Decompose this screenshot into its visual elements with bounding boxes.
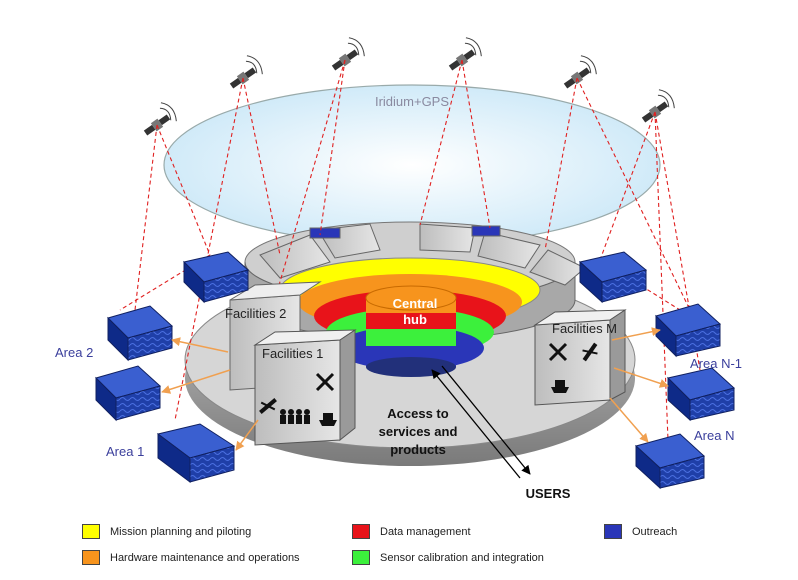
constellation-label: Iridium+GPS bbox=[375, 94, 449, 109]
legend-item-outreach: Outreach bbox=[604, 524, 677, 539]
area-cube-1 bbox=[156, 423, 236, 483]
users-label: USERS bbox=[526, 486, 571, 501]
glider-icon bbox=[582, 342, 598, 362]
tools-icon bbox=[548, 342, 568, 362]
legend-label: Hardware maintenance and operations bbox=[110, 551, 300, 564]
facility-block-m bbox=[533, 309, 627, 406]
facility-label-m: Facilities M bbox=[552, 321, 617, 336]
hub-label-line2: hub bbox=[403, 312, 427, 327]
users-arrows bbox=[431, 365, 531, 479]
legend-swatch bbox=[352, 550, 370, 565]
central-hub bbox=[365, 285, 457, 377]
legend-label: Sensor calibration and integration bbox=[380, 551, 544, 564]
legend-swatch bbox=[82, 550, 100, 565]
satellite-icon bbox=[563, 55, 597, 89]
hub-label-line1: Central bbox=[393, 296, 438, 311]
legend-swatch bbox=[604, 524, 622, 539]
boat-icon bbox=[551, 380, 569, 393]
facility-label-1: Facilities 1 bbox=[262, 346, 323, 361]
area-cube-n-minus-1-lower bbox=[667, 367, 736, 422]
access-text-line3: products bbox=[390, 442, 446, 457]
legend-label: Data management bbox=[380, 525, 471, 538]
satellite-icon bbox=[641, 89, 675, 123]
area-label-n: Area N bbox=[694, 428, 734, 443]
facility-area-arrows bbox=[161, 327, 669, 451]
satellite-links bbox=[119, 59, 701, 441]
roof-blocks bbox=[259, 223, 586, 286]
facility-label-2: Facilities 2 bbox=[225, 306, 286, 321]
legend-swatch bbox=[352, 524, 370, 539]
legend-label: Mission planning and piloting bbox=[110, 525, 252, 538]
area-cube-2 bbox=[107, 305, 174, 362]
boat-icon bbox=[319, 413, 337, 426]
access-text-line1: Access to bbox=[387, 406, 448, 421]
facility-block-1 bbox=[253, 329, 357, 446]
satellite-icon bbox=[229, 55, 263, 89]
area-cube-2-lower bbox=[95, 365, 162, 422]
tools-icon bbox=[315, 372, 335, 392]
area-cube-n-minus-1 bbox=[655, 303, 722, 358]
area-label-n-minus-1: Area N-1 bbox=[690, 356, 742, 371]
legend-item-mission: Mission planning and piloting bbox=[82, 524, 251, 539]
legend-swatch bbox=[82, 524, 100, 539]
satellite-icon bbox=[331, 37, 365, 71]
legend: Mission planning and piloting Hardware m… bbox=[0, 510, 798, 580]
area-label-2: Area 2 bbox=[55, 345, 93, 360]
legend-item-hardware: Hardware maintenance and operations bbox=[82, 550, 300, 565]
area-label-1: Area 1 bbox=[106, 444, 144, 459]
glider-icon bbox=[259, 398, 277, 414]
access-text-line2: services and bbox=[379, 424, 458, 439]
area-cube-top-right bbox=[578, 251, 648, 304]
area-cube-n bbox=[634, 433, 706, 490]
legend-item-sensor: Sensor calibration and integration bbox=[352, 550, 544, 565]
legend-item-data: Data management bbox=[352, 524, 471, 539]
satellite-icon bbox=[448, 37, 482, 71]
people-icon bbox=[280, 409, 310, 424]
legend-label: Outreach bbox=[632, 525, 678, 538]
satellite-icon bbox=[143, 102, 177, 136]
satellite-coverage-dome bbox=[163, 84, 661, 246]
area-cube-top-left bbox=[183, 251, 250, 304]
